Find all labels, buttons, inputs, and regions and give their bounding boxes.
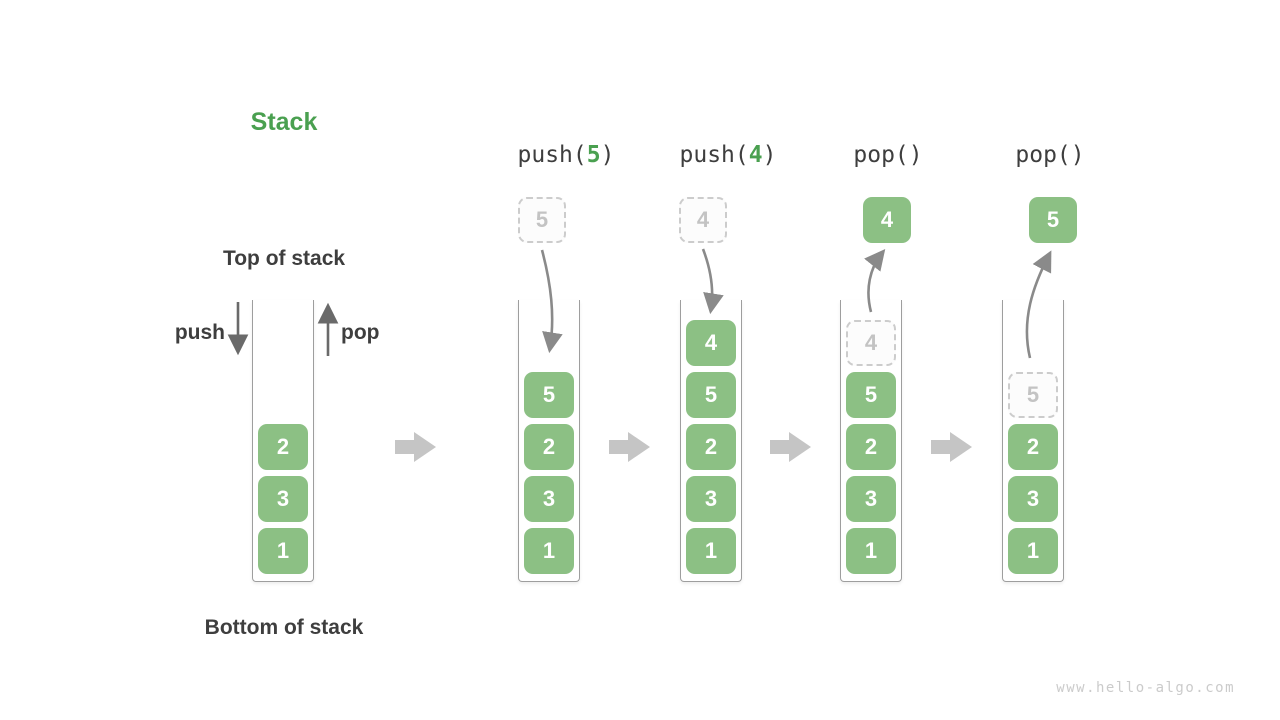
stack-box: 3	[1008, 476, 1058, 522]
stack-box: 1	[1008, 528, 1058, 574]
stack-box: 3	[258, 476, 308, 522]
op-label-pop-1: pop()	[798, 142, 978, 168]
stack-box: 3	[524, 476, 574, 522]
label-top-of-stack: Top of stack	[222, 247, 346, 270]
op-label-pop-2: pop()	[960, 142, 1140, 168]
stack-box: 1	[846, 528, 896, 574]
float-box-dashed: 4	[679, 197, 727, 243]
op-label-push-5: push(5)	[476, 142, 656, 168]
stack-box: 1	[524, 528, 574, 574]
label-pop: pop	[341, 321, 380, 344]
stack-box: 2	[846, 424, 896, 470]
float-box-popped: 4	[863, 197, 911, 243]
watermark: www.hello-algo.com	[1056, 680, 1235, 696]
step-arrow-icon	[931, 432, 972, 462]
page-title: Stack	[250, 108, 318, 136]
op-suffix: )	[1070, 142, 1085, 168]
op-prefix: pop(	[853, 142, 909, 168]
step-arrow-icon	[395, 432, 436, 462]
op-arg: 5	[586, 142, 601, 168]
float-box-dashed: 5	[518, 197, 566, 243]
op-suffix: )	[600, 142, 615, 168]
step-arrow-icon	[609, 432, 650, 462]
stack-box: 1	[686, 528, 736, 574]
label-push: push	[174, 321, 225, 344]
op-prefix: pop(	[1015, 142, 1071, 168]
float-box-popped: 5	[1029, 197, 1077, 243]
stack-box: 4	[686, 320, 736, 366]
stack-box: 2	[258, 424, 308, 470]
stack-box-dashed: 4	[846, 320, 896, 366]
step-arrow-icon	[770, 432, 811, 462]
stack-box: 3	[846, 476, 896, 522]
stack-box: 3	[686, 476, 736, 522]
op-suffix: )	[762, 142, 777, 168]
op-suffix: )	[908, 142, 923, 168]
op-prefix: push(	[679, 142, 749, 168]
label-bottom-of-stack: Bottom of stack	[204, 616, 364, 639]
op-prefix: push(	[517, 142, 587, 168]
stack-box: 5	[524, 372, 574, 418]
op-label-push-4: push(4)	[638, 142, 818, 168]
stack-box-dashed: 5	[1008, 372, 1058, 418]
stack-box: 1	[258, 528, 308, 574]
stack-box: 2	[1008, 424, 1058, 470]
stack-box: 2	[524, 424, 574, 470]
stack-box: 5	[846, 372, 896, 418]
stack-box: 5	[686, 372, 736, 418]
op-arg: 4	[748, 142, 763, 168]
stack-box: 2	[686, 424, 736, 470]
